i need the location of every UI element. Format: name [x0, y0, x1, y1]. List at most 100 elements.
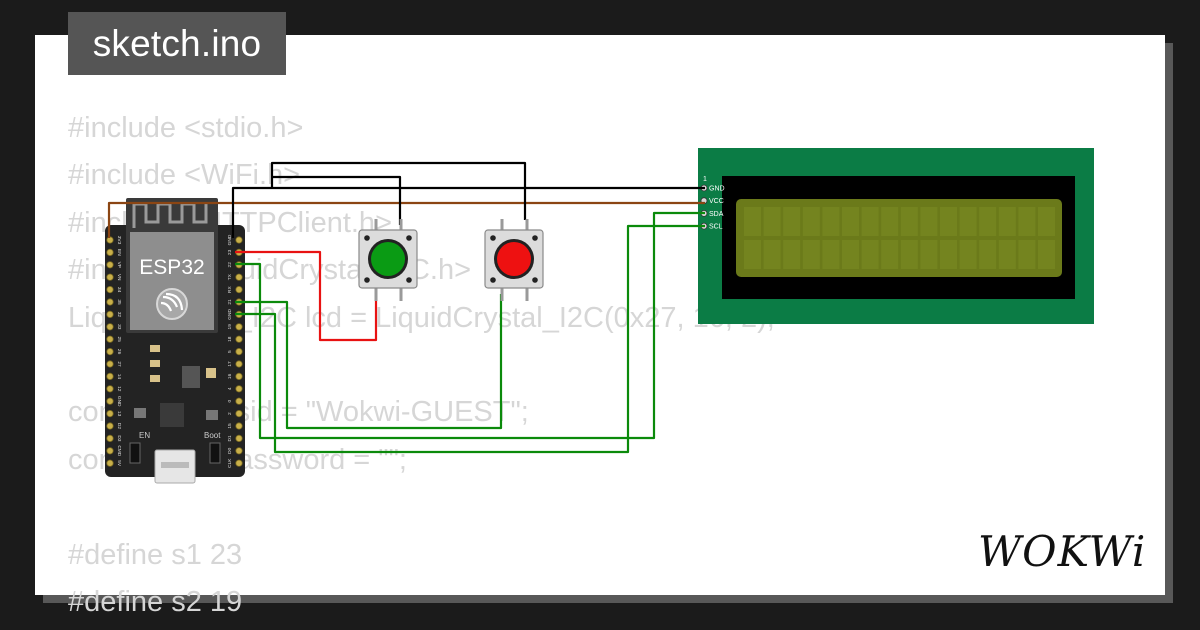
esp32-pin-label: 23	[227, 249, 233, 255]
lcd-pin-index: 1	[703, 176, 707, 183]
esp32-pin[interactable]	[235, 372, 243, 380]
esp32-pin[interactable]	[235, 323, 243, 331]
lcd-cell	[822, 207, 840, 236]
esp32-pin[interactable]	[235, 236, 243, 244]
button-cap[interactable]	[371, 242, 405, 276]
lcd-cell	[802, 207, 820, 236]
esp32-pin[interactable]	[235, 335, 243, 343]
esp32-pin-label: CLK	[227, 458, 233, 468]
code-line: #include <stdio.h>	[68, 112, 304, 144]
lcd-cell	[998, 207, 1016, 236]
esp32-pin[interactable]	[106, 248, 114, 256]
esp32-pin-label: 33	[116, 324, 122, 330]
esp32-pin-label: TX	[227, 273, 233, 280]
esp32-pin-label: 15	[227, 423, 233, 429]
esp32-pin[interactable]	[235, 360, 243, 368]
esp32-pin[interactable]	[106, 261, 114, 269]
button-corner	[532, 235, 538, 241]
esp32-pin[interactable]	[106, 447, 114, 455]
esp32-pin[interactable]	[106, 372, 114, 380]
esp32-pin[interactable]	[106, 273, 114, 281]
esp32-pin-label: 34	[116, 287, 122, 293]
wire-black-button-green	[272, 175, 402, 225]
button-leg	[399, 288, 403, 301]
lcd-cell	[881, 207, 899, 236]
esp32-pin[interactable]	[106, 397, 114, 405]
wire-brown-vcc	[107, 201, 705, 238]
esp32-label: ESP32	[139, 256, 204, 279]
lcd-cell	[802, 240, 820, 269]
esp32-pin[interactable]	[106, 422, 114, 430]
button-corner	[490, 235, 496, 241]
pushbutton-red[interactable]	[484, 219, 544, 301]
lcd-cell	[763, 240, 781, 269]
lcd-cell	[920, 207, 938, 236]
lcd-character-cells	[744, 207, 1055, 269]
esp32-pin[interactable]	[106, 347, 114, 356]
esp32-pin-label: 32	[116, 312, 122, 318]
esp32-pin[interactable]	[106, 298, 114, 306]
esp32-pin[interactable]	[235, 273, 243, 281]
svg-text:WOKWi: WOKWi	[978, 527, 1146, 576]
lcd-cell	[1018, 240, 1036, 269]
button-cap[interactable]	[497, 242, 531, 276]
esp32-pin[interactable]	[235, 422, 243, 430]
esp32-pin-label: VP	[116, 262, 122, 268]
esp32-pin-label: 35	[116, 299, 122, 305]
wire-black-button-red	[270, 161, 527, 220]
lcd-cell	[979, 207, 997, 236]
lcd-cell	[783, 207, 801, 236]
esp32-pin[interactable]	[106, 385, 114, 393]
esp32-pin[interactable]	[106, 335, 114, 343]
esp32-pin-label: D3	[116, 435, 122, 441]
espressif-logo-icon	[156, 288, 188, 320]
button-leg	[525, 288, 529, 301]
esp32-pin[interactable]	[106, 459, 114, 467]
esp32-pin[interactable]	[106, 323, 114, 331]
button-corner	[406, 277, 412, 283]
button-corner	[364, 277, 370, 283]
wire-green-s2	[235, 294, 503, 430]
esp32-pin-label: 0	[227, 400, 233, 403]
esp32-pin-label: 27	[116, 361, 122, 367]
pushbutton-green[interactable]	[358, 219, 418, 301]
wokwi-logo: WOKWi	[978, 527, 1146, 576]
esp32-pin[interactable]	[106, 285, 114, 294]
esp32-pin-label: 13	[116, 411, 122, 417]
esp32-pin[interactable]	[235, 459, 243, 467]
esp32-pin[interactable]	[235, 385, 243, 393]
esp32-pin[interactable]	[235, 447, 243, 455]
lcd-cell	[1018, 207, 1036, 236]
esp32-pin-label: 18	[227, 336, 233, 342]
esp32-pin-label: 2	[227, 412, 233, 415]
esp32-pin[interactable]	[106, 409, 114, 418]
esp32-pin[interactable]	[106, 310, 114, 318]
lcd-pin-label: SDA	[709, 211, 724, 218]
esp32-pin-label: 25	[116, 337, 122, 343]
esp32-pin[interactable]	[235, 347, 243, 356]
esp32-pin[interactable]	[235, 434, 243, 442]
boot-button[interactable]	[209, 442, 221, 464]
esp32-pin-label: 5	[227, 350, 233, 353]
lcd-cell	[920, 240, 938, 269]
esp32-board[interactable]: ESP32 EN Boot 3V3ENVPVN34353233252627141…	[105, 198, 245, 484]
lcd-pin-label: GND	[709, 186, 725, 193]
esp32-pin-label: D2	[116, 423, 122, 429]
esp32-pin-label: D0	[227, 447, 233, 453]
esp32-pin-label: D1	[227, 435, 233, 441]
file-tab[interactable]: sketch.ino	[68, 12, 286, 75]
esp32-pin[interactable]	[235, 285, 243, 294]
esp32-pin[interactable]	[106, 360, 114, 368]
esp32-pin[interactable]	[235, 397, 243, 405]
en-button[interactable]	[129, 442, 141, 464]
esp32-pin-label: 26	[116, 349, 122, 355]
esp32-pin[interactable]	[235, 409, 243, 418]
esp32-pin-label: 21	[227, 299, 233, 305]
button-leg	[500, 219, 504, 232]
lcd-cell	[881, 240, 899, 269]
esp32-pin[interactable]	[106, 434, 114, 442]
code-line: #define s2 19	[68, 585, 243, 618]
en-label: EN	[139, 431, 150, 440]
